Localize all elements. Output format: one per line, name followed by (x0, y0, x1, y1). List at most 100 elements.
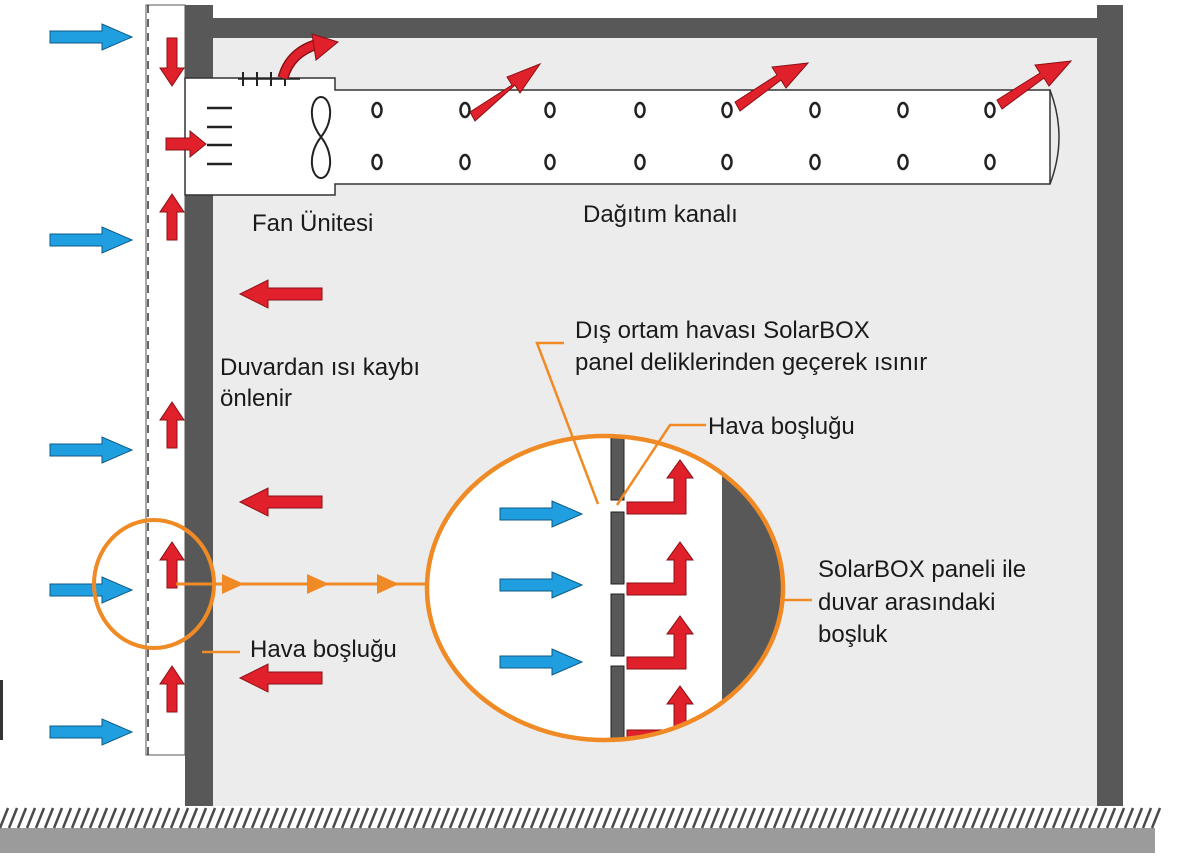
ground-hatch-line (925, 807, 937, 829)
ground-hatch-line (781, 807, 793, 829)
ground-hatch-line (997, 807, 1009, 829)
ground-hatch-line (205, 807, 217, 829)
ground-hatch-line (1078, 807, 1090, 829)
callout-connector (176, 574, 428, 594)
ground-hatch-line (349, 807, 361, 829)
ground-hatch-line (1105, 807, 1117, 829)
air-gap-main-label: Hava boşluğu (250, 636, 397, 663)
ground-hatch-line (961, 807, 973, 829)
ground-hatch-line (817, 807, 829, 829)
ground-hatch-line (358, 807, 370, 829)
ground-hatch-line (241, 807, 253, 829)
ground-hatch-line (1087, 807, 1099, 829)
ground-hatch-line (799, 807, 811, 829)
ground-hatch-line (880, 807, 892, 829)
ground-hatch-line (772, 807, 784, 829)
ground-hatch-line (25, 807, 37, 829)
ground-hatch-line (943, 807, 955, 829)
ground-hatch-line (1123, 807, 1135, 829)
ground-hatch-line (421, 807, 433, 829)
ground-hatch-line (448, 807, 460, 829)
ground-hatch-line (502, 807, 514, 829)
ground-hatch-line (79, 807, 91, 829)
ground-hatch-line (808, 807, 820, 829)
solarbox-panel-gap (145, 4, 186, 756)
room-heat-arrows (238, 279, 323, 693)
ground-hatch-line (889, 807, 901, 829)
ground-hatch-line (871, 807, 883, 829)
ground-hatch-line (511, 807, 523, 829)
ground-hatch-line (736, 807, 748, 829)
gap-between-label-line1: SolarBOX paneli ile (818, 556, 1026, 583)
ground-hatch-line (322, 807, 334, 829)
warm-air-rising-arrows (159, 37, 207, 713)
ground-hatch-line (466, 807, 478, 829)
ground-hatch-line (259, 807, 271, 829)
ground-hatch-line (1114, 807, 1126, 829)
ground-hatch-line (484, 807, 496, 829)
outside-air-label-line1: Dış ortam havası SolarBOX (575, 317, 870, 344)
ground-hatch-line (637, 807, 649, 829)
ground-hatch-line (574, 807, 586, 829)
air-gap-detail-label: Hava boşluğu (708, 413, 855, 440)
ground-hatch-line (718, 807, 730, 829)
ground-hatch-line (844, 807, 856, 829)
gap-between-label-line2: duvar arasındaki (818, 589, 995, 616)
ground-hatch-line (187, 807, 199, 829)
ground-hatch-line (691, 807, 703, 829)
ground-hatch-line (214, 807, 226, 829)
ground-hatch-line (475, 807, 487, 829)
ground-hatch-line (340, 807, 352, 829)
ground-hatch-line (385, 807, 397, 829)
duct-outlet-arrows (469, 60, 1073, 122)
distribution-duct (184, 77, 1060, 196)
ground-hatch-line (601, 807, 613, 829)
ground-hatch-line (7, 807, 19, 829)
ground-hatch-line (727, 807, 739, 829)
wall-heat-loss-label-line2: önlenir (220, 385, 292, 412)
ground-hatch-line (583, 807, 595, 829)
ground-hatch-line (952, 807, 964, 829)
ground-hatch-line (1069, 807, 1081, 829)
ground-hatch-line (394, 807, 406, 829)
ground-hatch-line (673, 807, 685, 829)
ground-hatch-line (565, 807, 577, 829)
ground-hatch-line (268, 807, 280, 829)
ground-hatch-line (682, 807, 694, 829)
ground-hatch-line (745, 807, 757, 829)
ground-hatch-line (331, 807, 343, 829)
ground-hatch-line (106, 807, 118, 829)
ground-hatch-line (160, 807, 172, 829)
ground-hatch-line (1132, 807, 1144, 829)
ground-hatch-line (97, 807, 109, 829)
ground-hatch-line (34, 807, 46, 829)
ground-hatch-line (547, 807, 559, 829)
outside-air-arrows (49, 23, 134, 746)
ground-hatch-line (304, 807, 316, 829)
ground-hatch-line (529, 807, 541, 829)
ground-hatch-line (43, 807, 55, 829)
wall-heat-loss-label-line1: Duvardan ısı kaybı (220, 354, 420, 381)
ground-hatch-line (412, 807, 424, 829)
ground-hatch-line (1042, 807, 1054, 829)
ground-hatch-line (916, 807, 928, 829)
ground-hatch-line (178, 807, 190, 829)
ground-hatch-line (70, 807, 82, 829)
leader-lines (202, 341, 812, 654)
ground-hatch-line (52, 807, 64, 829)
ground-hatch-line (790, 807, 802, 829)
ground-hatch-line (619, 807, 631, 829)
ground-hatch-line (403, 807, 415, 829)
ground-hatch-line (988, 807, 1000, 829)
ground-hatch-icon (0, 806, 1162, 853)
ground-hatch-line (1015, 807, 1027, 829)
ground-hatch-line (124, 807, 136, 829)
fan-unit-label: Fan Ünitesi (252, 210, 373, 237)
ground-hatch-line (646, 807, 658, 829)
ground-hatch-line (61, 807, 73, 829)
ground-hatch-line (853, 807, 865, 829)
ground-hatch-line (250, 807, 262, 829)
ground-hatch-line (439, 807, 451, 829)
